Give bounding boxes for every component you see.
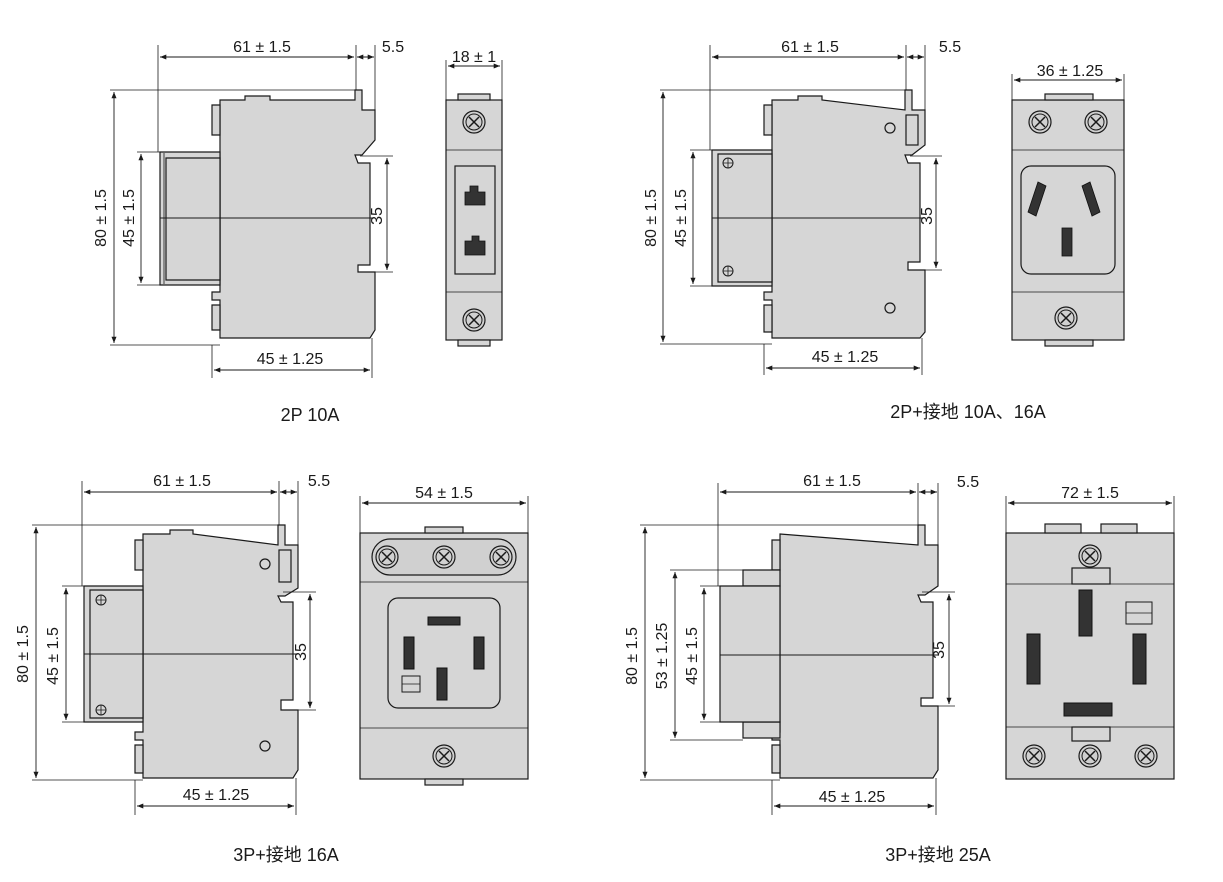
screw-icon — [1022, 744, 1046, 768]
height-label: 80 ± 1.5 — [15, 625, 32, 683]
figure-3p-earth-25a: 61 ± 1.5 5.5 80 ± 1.5 53 ± 1.25 45 ± 1.5… — [624, 473, 1175, 865]
socket-pin-icon — [1081, 181, 1101, 217]
screw-icon — [432, 744, 456, 768]
socket-pin-icon — [403, 636, 415, 670]
side-view: 61 ± 1.5 5.5 80 ± 1.5 45 ± 1.5 35 45 ± 1… — [643, 39, 961, 375]
rail-label: 35 — [369, 207, 386, 225]
screw-icon — [462, 110, 486, 134]
screw-icon — [1054, 306, 1078, 330]
socket-pin-icon — [427, 616, 461, 626]
figure-2p-10a: 61 ± 1.5 5.5 80 ± 1.5 45 ± 1.5 35 45 ± 1… — [93, 39, 503, 425]
front-view: 54 ± 1.5 — [359, 485, 529, 786]
socket-pin-icon — [1026, 633, 1041, 685]
screw-icon — [1134, 744, 1158, 768]
socket-pin-icon — [1061, 227, 1073, 257]
side-view: 61 ± 1.5 5.5 80 ± 1.5 45 ± 1.5 35 45 ± 1… — [93, 39, 404, 378]
inner-height-label: 45 ± 1.5 — [45, 627, 62, 685]
rail-label: 35 — [919, 207, 936, 225]
rail-label: 35 — [293, 643, 310, 661]
side-view: 61 ± 1.5 5.5 80 ± 1.5 45 ± 1.5 35 45 ± 1… — [15, 473, 330, 815]
inner-height-label: 45 ± 1.5 — [684, 627, 701, 685]
width-label: 61 ± 1.5 — [153, 473, 211, 490]
front-width-label: 36 ± 1.25 — [1037, 63, 1104, 80]
width-label: 61 ± 1.5 — [781, 39, 839, 56]
socket-pin-icon — [1063, 702, 1113, 717]
height-label: 80 ± 1.5 — [643, 189, 660, 247]
figure-caption: 3P+接地 25A — [885, 845, 991, 865]
front-width-label: 72 ± 1.5 — [1061, 485, 1119, 502]
figure-caption: 2P 10A — [281, 405, 340, 425]
bottom-width-label: 45 ± 1.25 — [257, 351, 324, 368]
figure-caption: 3P+接地 16A — [233, 845, 339, 865]
front-width-label: 54 ± 1.5 — [415, 485, 473, 502]
screw-icon — [489, 545, 513, 569]
width-label: 61 ± 1.5 — [233, 39, 291, 56]
height-label: 80 ± 1.5 — [93, 189, 110, 247]
bottom-width-label: 45 ± 1.25 — [183, 787, 250, 804]
screw-icon — [1084, 110, 1108, 134]
socket-pin-icon — [464, 235, 486, 256]
front-view: 36 ± 1.25 — [1011, 63, 1125, 347]
lip-label: 5.5 — [939, 39, 961, 56]
socket-pin-icon — [464, 185, 486, 206]
socket-pin-icon — [473, 636, 485, 670]
extra-height-label: 53 ± 1.25 — [654, 623, 671, 690]
inner-height-label: 45 ± 1.5 — [673, 189, 690, 247]
front-view: 72 ± 1.5 — [1005, 485, 1175, 780]
socket-pin-icon — [1078, 589, 1093, 637]
bottom-width-label: 45 ± 1.25 — [812, 349, 879, 366]
side-view: 61 ± 1.5 5.5 80 ± 1.5 53 ± 1.25 45 ± 1.5… — [624, 473, 979, 815]
screw-icon — [1078, 744, 1102, 768]
socket-pin-icon — [1027, 181, 1047, 217]
lip-label: 5.5 — [957, 474, 979, 491]
figure-2p-earth-10a-16a: 61 ± 1.5 5.5 80 ± 1.5 45 ± 1.5 35 45 ± 1… — [643, 39, 1125, 422]
bottom-width-label: 45 ± 1.25 — [819, 789, 886, 806]
screw-icon — [1078, 544, 1102, 568]
lip-label: 5.5 — [308, 473, 330, 490]
front-width-label: 18 ± 1 — [452, 49, 496, 66]
socket-pin-icon — [1132, 633, 1147, 685]
figure-3p-earth-16a: 61 ± 1.5 5.5 80 ± 1.5 45 ± 1.5 35 45 ± 1… — [15, 473, 529, 865]
screw-icon — [1028, 110, 1052, 134]
socket-pin-icon — [436, 667, 448, 701]
figure-caption: 2P+接地 10A、16A — [890, 402, 1046, 422]
screw-icon — [432, 545, 456, 569]
front-view: 18 ± 1 — [445, 49, 503, 347]
width-label: 61 ± 1.5 — [803, 473, 861, 490]
height-label: 80 ± 1.5 — [624, 627, 641, 685]
lip-label: 5.5 — [382, 39, 404, 56]
screw-icon — [462, 308, 486, 332]
screw-icon — [375, 545, 399, 569]
inner-height-label: 45 ± 1.5 — [121, 189, 138, 247]
rail-label: 35 — [931, 641, 948, 659]
